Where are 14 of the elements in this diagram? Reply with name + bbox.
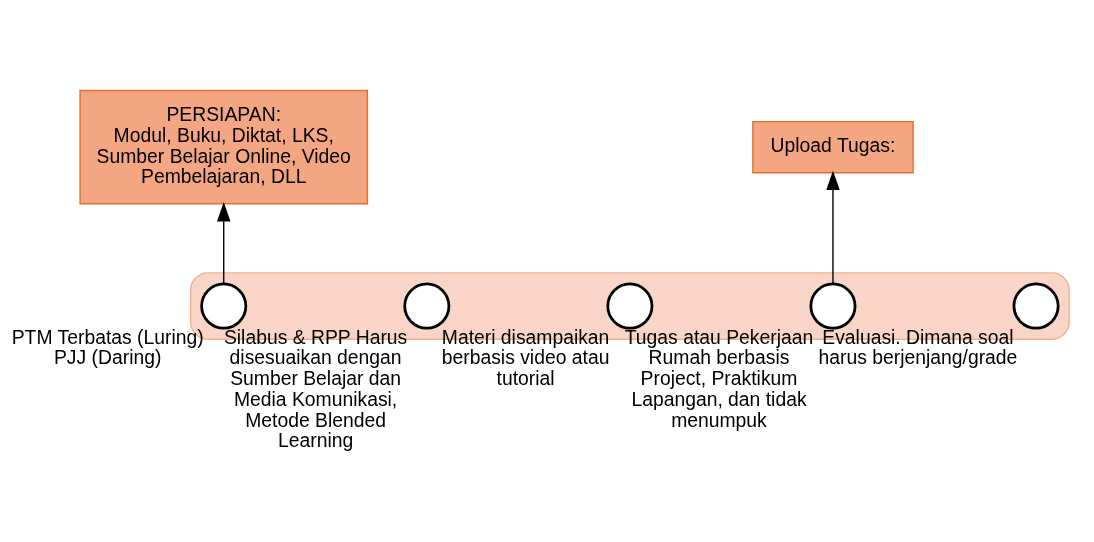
node-circle (1012, 282, 1060, 329)
node-label: PTM Terbatas (Luring) (11, 325, 204, 348)
node-label: Evaluasi. Dimana soal harus berjenjang/grade (818, 325, 1018, 368)
node-label: Tugas atau Pekerjaan Rumah berbasis Project, Praktikum Lapangan, dan tidak menumpuk (624, 325, 814, 430)
node-circle (200, 282, 248, 329)
node-circle (809, 282, 857, 329)
arrow (826, 170, 840, 284)
node-label: Silabus & RPP Harus disesuaikan dengan Sumber Belajar dan Media Komunikasi, Metode Blended Learning (223, 325, 408, 451)
arrow (216, 201, 231, 284)
node-label: Materi disampaikan berbasis video atau tutorial (441, 325, 610, 389)
node-circle (606, 282, 654, 329)
node-box: PERSIAPAN: Modul, Buku, Diktat, LKS, Sumber Belajar Online, Video Pembelajaran, DLL (79, 89, 369, 204)
node-box: Upload Tugas: (752, 120, 914, 173)
node-circle (403, 282, 451, 329)
